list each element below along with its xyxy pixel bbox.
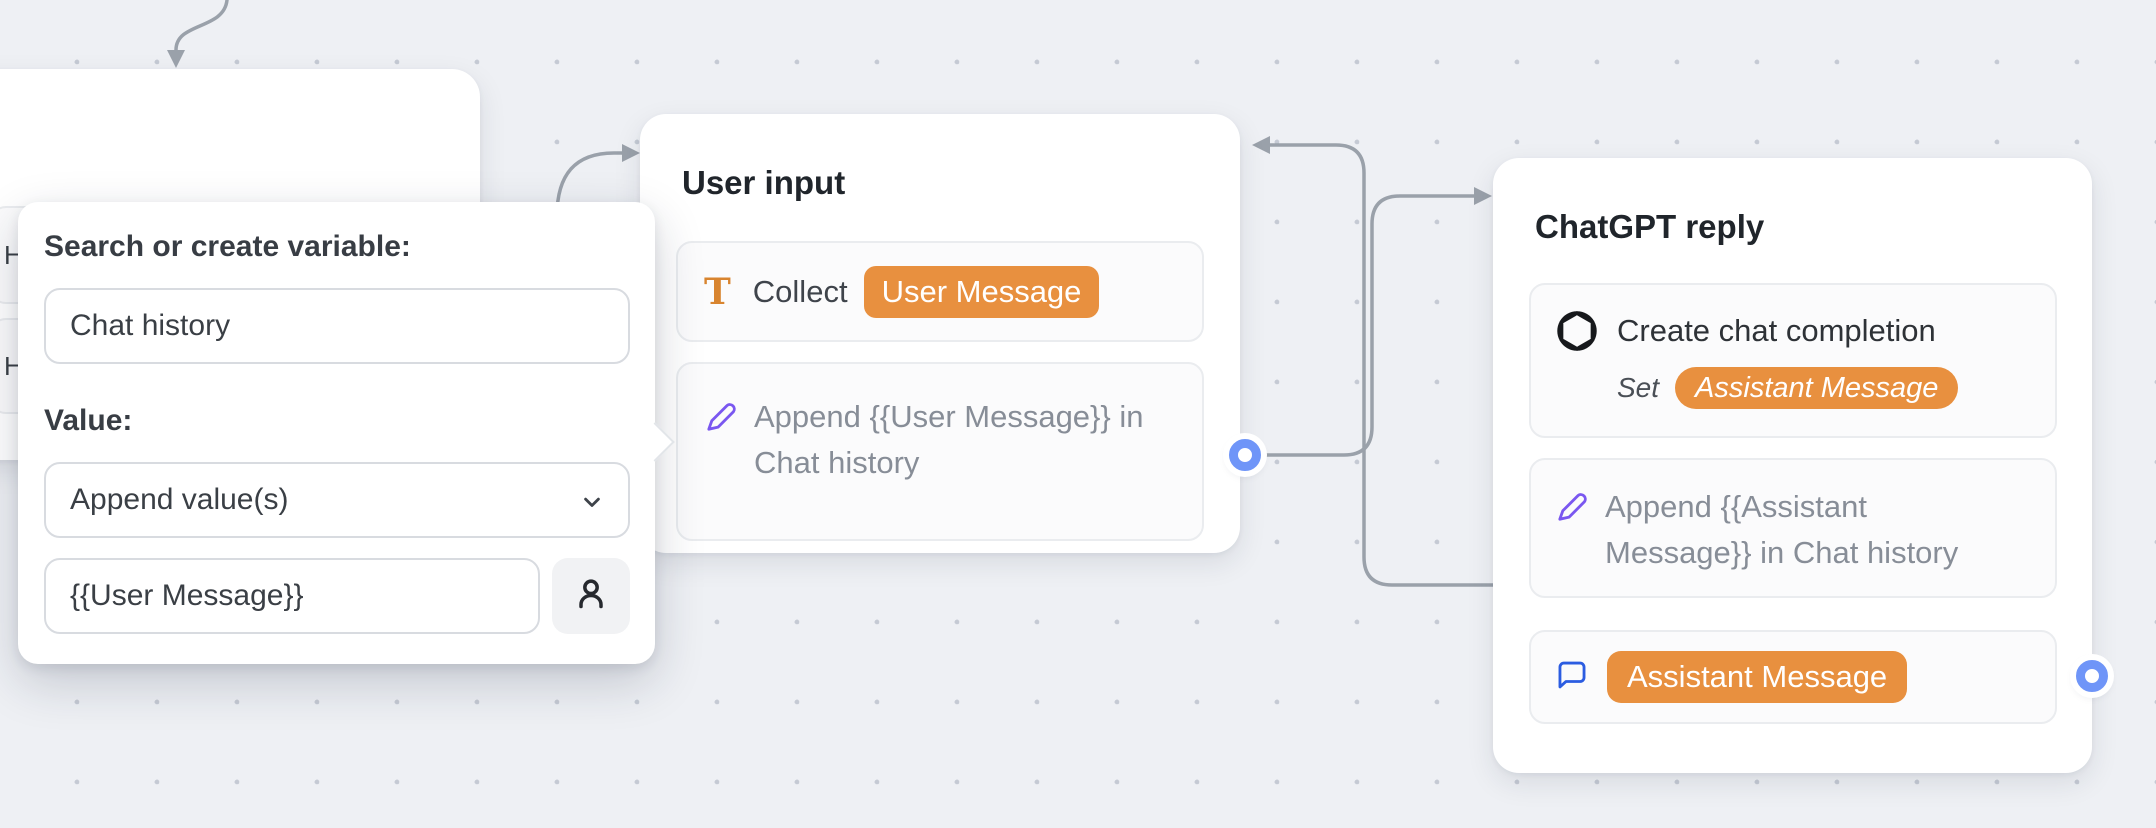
connection-port-icon[interactable] xyxy=(2076,660,2108,692)
chatgpt-reply-node[interactable]: ChatGPT reply Create chat completion xyxy=(1493,158,2092,773)
openai-logo-icon xyxy=(1555,309,1599,358)
connector-into-start-node xyxy=(174,0,229,52)
value-label: Value: xyxy=(44,404,133,437)
value-mode-select[interactable]: Append value(s) xyxy=(44,462,630,538)
arrowhead-left xyxy=(1252,136,1270,154)
connector-chatgpt-loopback xyxy=(1268,143,1495,587)
append-row[interactable]: Append {{User Message}} in Chat history xyxy=(676,362,1204,541)
value-input[interactable]: {{User Message}} xyxy=(44,558,540,634)
person-icon xyxy=(571,574,611,619)
append-line: Append {{User Message}} in xyxy=(754,399,1144,434)
collect-label: Collect xyxy=(752,273,848,309)
connection-port-icon[interactable] xyxy=(1229,439,1261,471)
node-title: ChatGPT reply xyxy=(1535,208,1765,245)
search-variable-label: Search or create variable: xyxy=(44,230,411,263)
variable-editor-popup: Search or create variable: Chat history … xyxy=(18,202,675,664)
variable-search-input[interactable]: Chat history xyxy=(44,288,630,364)
text-T-icon: T xyxy=(704,270,731,313)
append-line: Append {{Assistant xyxy=(1605,489,1867,524)
assistant-message-badge[interactable]: Assistant Message xyxy=(1607,651,1908,703)
node-title: User input xyxy=(682,164,846,201)
assistant-message-row[interactable]: Assistant Message xyxy=(1529,630,2057,724)
arrowhead-right xyxy=(622,144,640,162)
insert-variable-button[interactable] xyxy=(552,558,630,634)
chat-bubble-icon xyxy=(1555,658,1589,697)
pencil-icon xyxy=(1555,488,1591,529)
arrowhead-right xyxy=(1474,187,1492,205)
user-input-node[interactable]: User input T Collect User Message Append… xyxy=(640,114,1240,553)
chat-completion-row[interactable]: Create chat completion Set Assistant Mes… xyxy=(1529,283,2057,438)
collect-row[interactable]: T Collect User Message xyxy=(676,241,1204,342)
value-mode-selected: Append value(s) xyxy=(70,483,289,516)
connector-user-input-to-chatgpt xyxy=(1260,194,1476,457)
append-row[interactable]: Append {{Assistant Message}} in Chat his… xyxy=(1529,458,2057,598)
append-line: Chat history xyxy=(754,445,920,480)
set-label: Set xyxy=(1617,372,1660,403)
assistant-message-badge[interactable]: Assistant Message xyxy=(1675,367,1959,409)
chevron-down-icon xyxy=(578,488,606,524)
user-message-badge[interactable]: User Message xyxy=(863,265,1100,318)
append-line: Message}} in Chat history xyxy=(1605,535,1959,570)
pencil-icon xyxy=(704,398,740,439)
arrowhead-down xyxy=(167,50,185,68)
completion-label: Create chat completion xyxy=(1617,313,1936,348)
